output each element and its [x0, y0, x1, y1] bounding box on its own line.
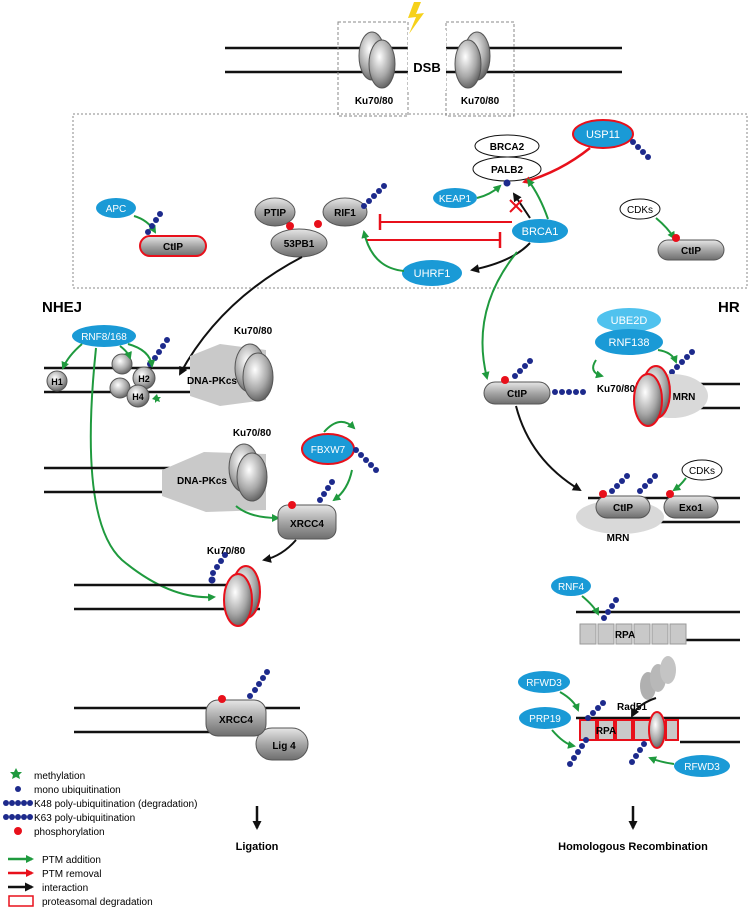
mono-ubiquitination-icon	[15, 786, 21, 792]
hr-outcome-label: Homologous Recombination	[558, 841, 708, 853]
proteasomal-degradation-icon	[8, 895, 34, 907]
svg-text:Exo1: Exo1	[679, 503, 703, 514]
svg-text:RFWD3: RFWD3	[526, 678, 562, 689]
svg-text:H1: H1	[51, 377, 63, 387]
lig4-node	[255, 727, 309, 761]
svg-text:RIF1: RIF1	[334, 208, 356, 219]
svg-text:MRN: MRN	[673, 392, 696, 403]
ku-label-hr: Ku70/80	[597, 384, 636, 395]
prp19-node	[519, 707, 571, 729]
rpa-label-2: RPA	[596, 726, 616, 737]
svg-text:PTM addition: PTM addition	[42, 855, 101, 866]
dsb-panel: DSB Ku70/80 Ku70/80	[225, 2, 622, 117]
rad51-label: Rad51	[617, 702, 647, 713]
ku-label-right: Ku70/80	[461, 96, 500, 107]
exo1-node	[663, 495, 719, 519]
svg-text:H2: H2	[138, 374, 150, 384]
svg-text:Ku70/80: Ku70/80	[207, 546, 246, 557]
svg-text:UBE2D: UBE2D	[611, 315, 648, 327]
svg-text:XRCC4: XRCC4	[290, 519, 324, 530]
rnf8-node	[72, 325, 136, 347]
methylation-icon	[10, 768, 22, 779]
ku-label-left: Ku70/80	[355, 96, 394, 107]
svg-text:methylation: methylation	[34, 771, 85, 782]
svg-text:RNF138: RNF138	[609, 337, 650, 349]
rif1-node	[322, 197, 368, 227]
ube2d-node	[597, 308, 661, 332]
cdks-hr-node	[681, 459, 723, 481]
h4-node	[126, 384, 150, 408]
53bp1-node	[270, 228, 328, 258]
svg-text:RNF8/168: RNF8/168	[81, 332, 127, 343]
ctip-degraded-node	[139, 235, 207, 257]
svg-text:H4: H4	[132, 392, 144, 402]
nhej-label: NHEJ	[42, 299, 82, 316]
svg-text:CDKs: CDKs	[627, 205, 653, 216]
phosphorylation-icon	[14, 827, 22, 835]
ctip-hr-node	[483, 381, 551, 405]
svg-text:RNF4: RNF4	[558, 582, 585, 593]
legend: methylation mono ubiquitination K48 poly…	[3, 768, 197, 908]
svg-text:53PB1: 53PB1	[284, 239, 315, 250]
regulation-box	[72, 113, 748, 289]
rpa-label-1: RPA	[615, 630, 635, 641]
xrcc4-node-1	[277, 504, 337, 540]
h1-node	[46, 370, 68, 392]
svg-text:proteasomal degradation: proteasomal degradation	[42, 897, 153, 908]
ctip-mrn-node	[595, 495, 651, 519]
rnf4-node	[551, 576, 591, 596]
svg-text:UHRF1: UHRF1	[414, 268, 451, 280]
brca1-node	[512, 219, 568, 243]
cdks-node	[619, 198, 661, 220]
svg-text:PTM removal: PTM removal	[42, 869, 101, 880]
svg-text:MRN: MRN	[607, 533, 630, 544]
keap1-node	[433, 188, 477, 208]
svg-text:CtIP: CtIP	[163, 242, 183, 253]
rfwd3-node-1	[518, 671, 570, 693]
svg-text:PRP19: PRP19	[529, 714, 561, 725]
xrcc4-node-2	[205, 699, 267, 737]
ctip-right-node	[657, 239, 725, 261]
lightning-icon	[408, 2, 424, 34]
hr-label: HR	[718, 299, 740, 316]
usp11-node	[572, 119, 634, 149]
svg-text:mono ubiquitination: mono ubiquitination	[34, 785, 121, 796]
uhrf1-node	[402, 260, 462, 286]
svg-text:PALB2: PALB2	[491, 165, 523, 176]
svg-text:KEAP1: KEAP1	[439, 194, 472, 205]
svg-text:K48 poly-ubiquitination (degra: K48 poly-ubiquitination (degradation)	[34, 799, 197, 810]
rnf138-node	[595, 329, 663, 355]
k63-icon	[3, 814, 33, 820]
svg-text:K63 poly-ubiquitination: K63 poly-ubiquitination	[34, 813, 135, 824]
svg-text:FBXW7: FBXW7	[311, 445, 346, 456]
dnapkcs-label-1: DNA-PKcs	[187, 376, 237, 387]
svg-text:CDKs: CDKs	[689, 466, 715, 477]
k48-icon	[3, 800, 33, 806]
ligation-label: Ligation	[236, 841, 279, 853]
svg-text:CtIP: CtIP	[681, 246, 701, 257]
dnapkcs-label-2: DNA-PKcs	[177, 476, 227, 487]
dsb-label: DSB	[413, 60, 440, 75]
svg-text:CtIP: CtIP	[507, 389, 527, 400]
svg-text:Ku70/80: Ku70/80	[234, 326, 273, 337]
rfwd3-node-2	[674, 755, 730, 777]
svg-text:XRCC4: XRCC4	[219, 715, 253, 726]
svg-text:BRCA2: BRCA2	[490, 142, 525, 153]
svg-text:APC: APC	[106, 204, 127, 215]
apc-node	[96, 198, 136, 218]
svg-text:interaction: interaction	[42, 883, 88, 894]
svg-text:Lig 4: Lig 4	[272, 741, 296, 752]
svg-text:Ku70/80: Ku70/80	[233, 428, 272, 439]
svg-text:PTIP: PTIP	[264, 208, 287, 219]
ptip-node	[254, 197, 296, 227]
svg-text:CtIP: CtIP	[613, 503, 633, 514]
svg-text:BRCA1: BRCA1	[522, 226, 559, 238]
svg-text:RFWD3: RFWD3	[684, 762, 720, 773]
svg-text:phosphorylation: phosphorylation	[34, 827, 105, 838]
svg-text:USP11: USP11	[586, 129, 620, 141]
